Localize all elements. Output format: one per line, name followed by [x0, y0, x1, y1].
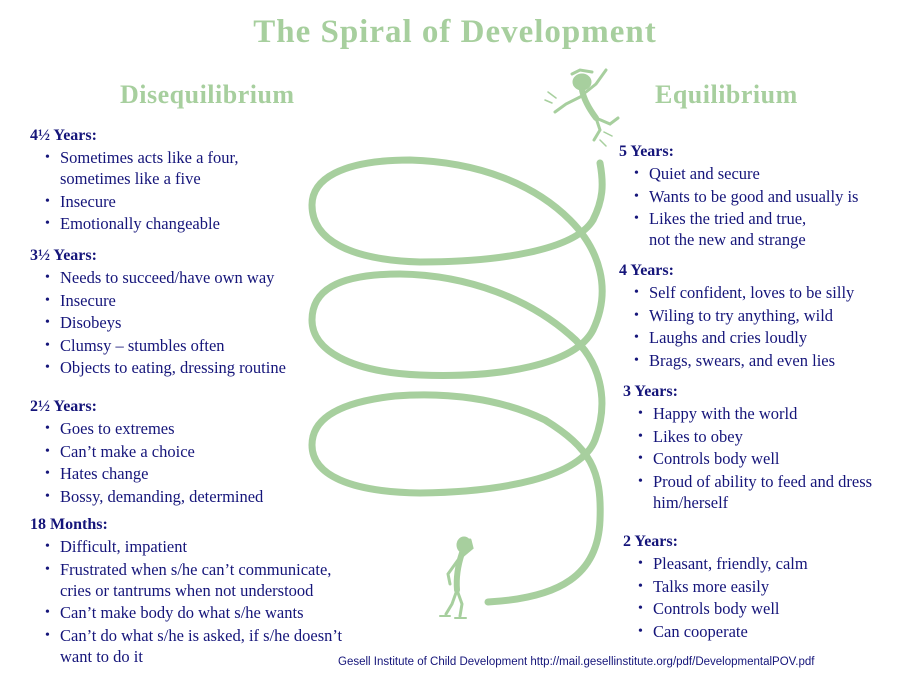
list-item: Sometimes acts like a four,sometimes lik…: [45, 147, 238, 189]
list-item: Disobeys: [45, 312, 286, 333]
source-credit: Gesell Institute of Child Development ht…: [338, 656, 815, 668]
block-5-years: 5 Years: Quiet and secureWants to be goo…: [619, 143, 858, 252]
trait-list: Self confident, loves to be sillyWiling …: [619, 282, 854, 371]
block-heading: 18 Months:: [30, 516, 108, 533]
list-item: Bossy, demanding, determined: [45, 486, 263, 507]
list-item: Can’t make body do what s/he wants: [45, 602, 342, 623]
block-heading: 4½ Years:: [30, 127, 97, 144]
block-18-months: 18 Months: Difficult, impatientFrustrate…: [30, 516, 342, 668]
block-heading: 2 Years:: [623, 533, 678, 550]
list-item: Likes to obey: [638, 426, 872, 447]
trait-list: Pleasant, friendly, calmTalks more easil…: [623, 553, 808, 642]
list-item: Difficult, impatient: [45, 536, 342, 557]
list-item: Quiet and secure: [634, 163, 858, 184]
list-item: Frustrated when s/he can’t communicate,c…: [45, 559, 342, 601]
list-item: Controls body well: [638, 598, 808, 619]
spiral-path: [308, 156, 606, 606]
list-item: Needs to succeed/have own way: [45, 267, 286, 288]
block-4-5-years: 4½ Years: Sometimes acts like a four,som…: [30, 127, 239, 236]
trait-list: Sometimes acts like a four,sometimes lik…: [30, 147, 239, 234]
page-title: The Spiral of Development: [253, 14, 657, 50]
list-item: Proud of ability to feed and dresshim/he…: [638, 471, 872, 513]
list-item: Clumsy – stumbles often: [45, 335, 286, 356]
list-item: Can cooperate: [638, 621, 808, 642]
trait-list: Quiet and secureWants to be good and usu…: [619, 163, 859, 250]
block-2-years: 2 Years: Pleasant, friendly, calmTalks m…: [623, 533, 808, 643]
block-3-5-years: 3½ Years: Needs to succeed/have own wayI…: [30, 247, 286, 380]
happy-child-figure-icon: [544, 68, 620, 147]
block-heading: 2½ Years:: [30, 398, 97, 415]
list-item: Hates change: [45, 463, 263, 484]
list-item: Emotionally changeable: [45, 213, 239, 234]
trait-list: Goes to extremesCan’t make a choiceHates…: [30, 418, 263, 507]
block-4-years: 4 Years: Self confident, loves to be sil…: [619, 262, 854, 372]
list-item: Can’t make a choice: [45, 441, 263, 462]
list-item: Talks more easily: [638, 576, 808, 597]
block-3-years: 3 Years: Happy with the worldLikes to ob…: [623, 383, 872, 514]
list-item: Controls body well: [638, 448, 872, 469]
block-heading: 5 Years:: [619, 143, 674, 160]
trait-list: Difficult, impatientFrustrated when s/he…: [30, 536, 342, 667]
equilibrium-heading: Equilibrium: [655, 80, 798, 109]
list-item: Insecure: [45, 290, 286, 311]
list-item: Can’t do what s/he is asked, if s/he doe…: [45, 625, 342, 667]
list-item: Self confident, loves to be silly: [634, 282, 854, 303]
list-item: Happy with the world: [638, 403, 872, 424]
trait-list: Happy with the worldLikes to obeyControl…: [623, 403, 872, 513]
list-item: Wiling to try anything, wild: [634, 305, 854, 326]
list-item: Objects to eating, dressing routine: [45, 357, 286, 378]
list-item: Wants to be good and usually is: [634, 186, 859, 207]
list-item: Likes the tried and true,not the new and…: [634, 208, 858, 250]
list-item: Goes to extremes: [45, 418, 263, 439]
disequilibrium-heading: Disequilibrium: [120, 80, 295, 109]
sad-child-figure-icon: [439, 536, 474, 619]
block-heading: 3½ Years:: [30, 247, 97, 264]
trait-list: Needs to succeed/have own wayInsecureDis…: [30, 267, 286, 378]
list-item: Brags, swears, and even lies: [634, 350, 854, 371]
list-item: Pleasant, friendly, calm: [638, 553, 808, 574]
block-2-5-years: 2½ Years: Goes to extremesCan’t make a c…: [30, 398, 263, 508]
block-heading: 3 Years:: [623, 383, 678, 400]
block-heading: 4 Years:: [619, 262, 674, 279]
list-item: Insecure: [45, 191, 239, 212]
list-item: Laughs and cries loudly: [634, 327, 854, 348]
